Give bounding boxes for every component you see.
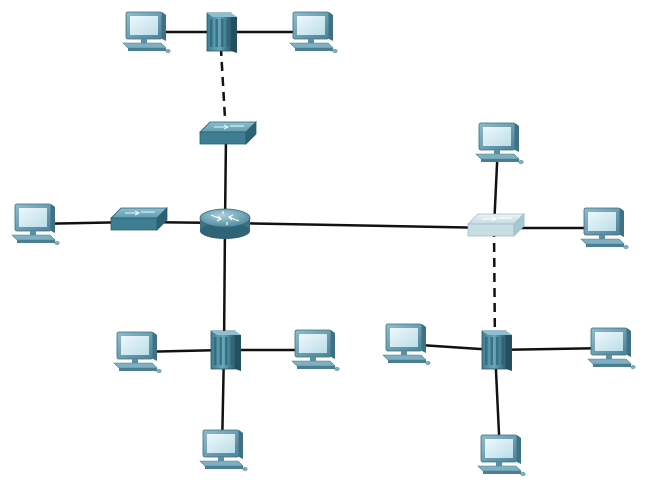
pc-br-bottom-desktop-computer-icon	[477, 434, 526, 476]
pc-br-right-desktop-computer-icon	[587, 327, 636, 369]
pc-bl-left-desktop-computer-icon	[113, 331, 162, 373]
switch-left-switch-icon	[110, 207, 168, 231]
link-switch-top-to-router	[223, 135, 228, 224]
switch-top-switch-icon	[199, 121, 257, 145]
links-layer	[33, 30, 611, 456]
hub-top-hub-icon	[206, 12, 237, 53]
switch-right-switch-icon	[467, 213, 525, 237]
pc-bl-right-desktop-computer-icon	[291, 329, 340, 371]
pc-top-left-desktop-computer-icon	[122, 11, 171, 53]
link-switch-right-to-hub-bottom-right	[492, 227, 497, 351]
router-router-icon	[199, 208, 251, 239]
pc-top-right-desktop-computer-icon	[289, 11, 338, 53]
pc-right-top-desktop-computer-icon	[475, 122, 524, 164]
link-router-to-switch-right	[224, 221, 495, 230]
link-router-to-hub-bottom-left	[222, 222, 227, 351]
hub-bottom-right-hub-icon	[481, 330, 512, 371]
pc-left-desktop-computer-icon	[11, 203, 60, 245]
nodes-layer	[11, 11, 636, 476]
pc-br-left-desktop-computer-icon	[382, 323, 431, 365]
pc-bl-bottom-desktop-computer-icon	[199, 429, 248, 471]
hub-bottom-left-hub-icon	[210, 330, 241, 371]
pc-right-desktop-computer-icon	[580, 207, 629, 249]
